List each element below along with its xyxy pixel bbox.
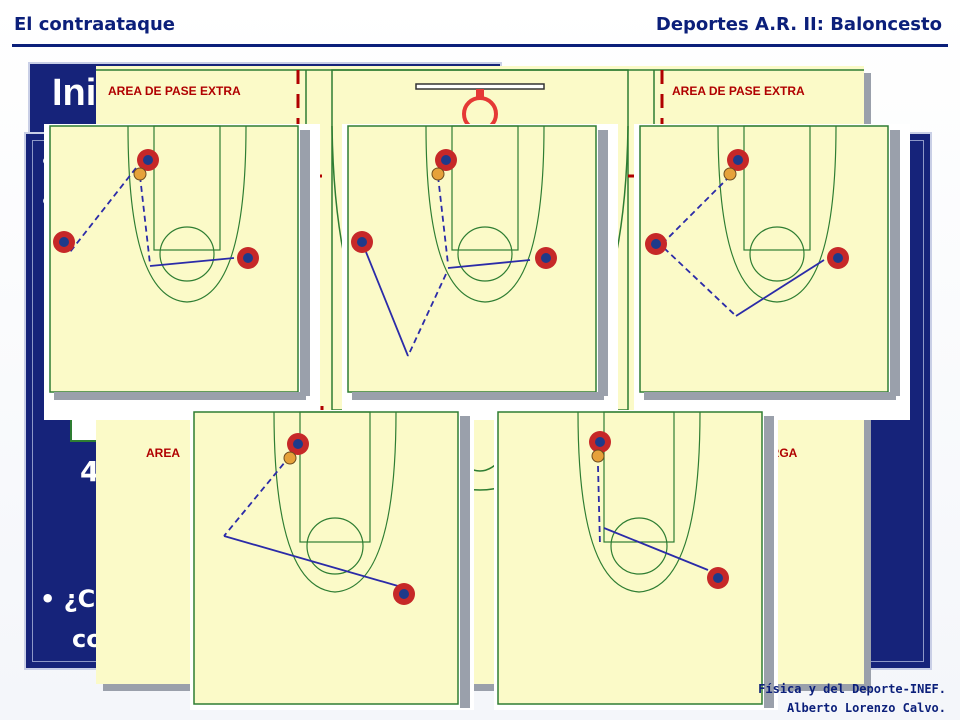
basketball-player-icon — [287, 433, 415, 605]
basketball-icon — [431, 167, 445, 181]
header-right-title: Deportes A.R. II: Baloncesto — [655, 14, 942, 35]
footer-author: Alberto Lorenzo Calvo. — [787, 701, 946, 715]
play-diagram-5 — [494, 410, 778, 710]
basketball-icon — [591, 449, 605, 463]
basketball-player-icon — [351, 149, 557, 269]
area-label-bottom-left: AREA — [146, 446, 181, 460]
basketball-player-icon — [645, 149, 849, 269]
play-diagram-2 — [342, 124, 618, 420]
basketball-player-icon — [53, 149, 259, 269]
list-number: 4 — [80, 455, 100, 488]
area-label-top-right: AREA DE PASE EXTRA — [672, 84, 805, 98]
question-text: • ¿C — [40, 585, 96, 613]
header-divider — [12, 44, 948, 47]
slide-header: El contraataque Deportes A.R. II: Balonc… — [0, 0, 960, 50]
footer-institution: Física y del Deporte-INEF. — [758, 682, 946, 696]
basketball-icon — [723, 167, 737, 181]
basketball-icon — [283, 451, 297, 465]
play-diagram-3 — [634, 124, 910, 420]
header-left-title: El contraataque — [14, 14, 176, 35]
basketball-icon — [133, 167, 147, 181]
basketball-player-icon — [589, 431, 729, 589]
area-label-top-left: AREA DE PASE EXTRA — [108, 84, 241, 98]
slide-title: Ini — [52, 72, 97, 114]
play-diagram-1 — [44, 124, 320, 420]
play-diagram-4 — [190, 410, 474, 710]
